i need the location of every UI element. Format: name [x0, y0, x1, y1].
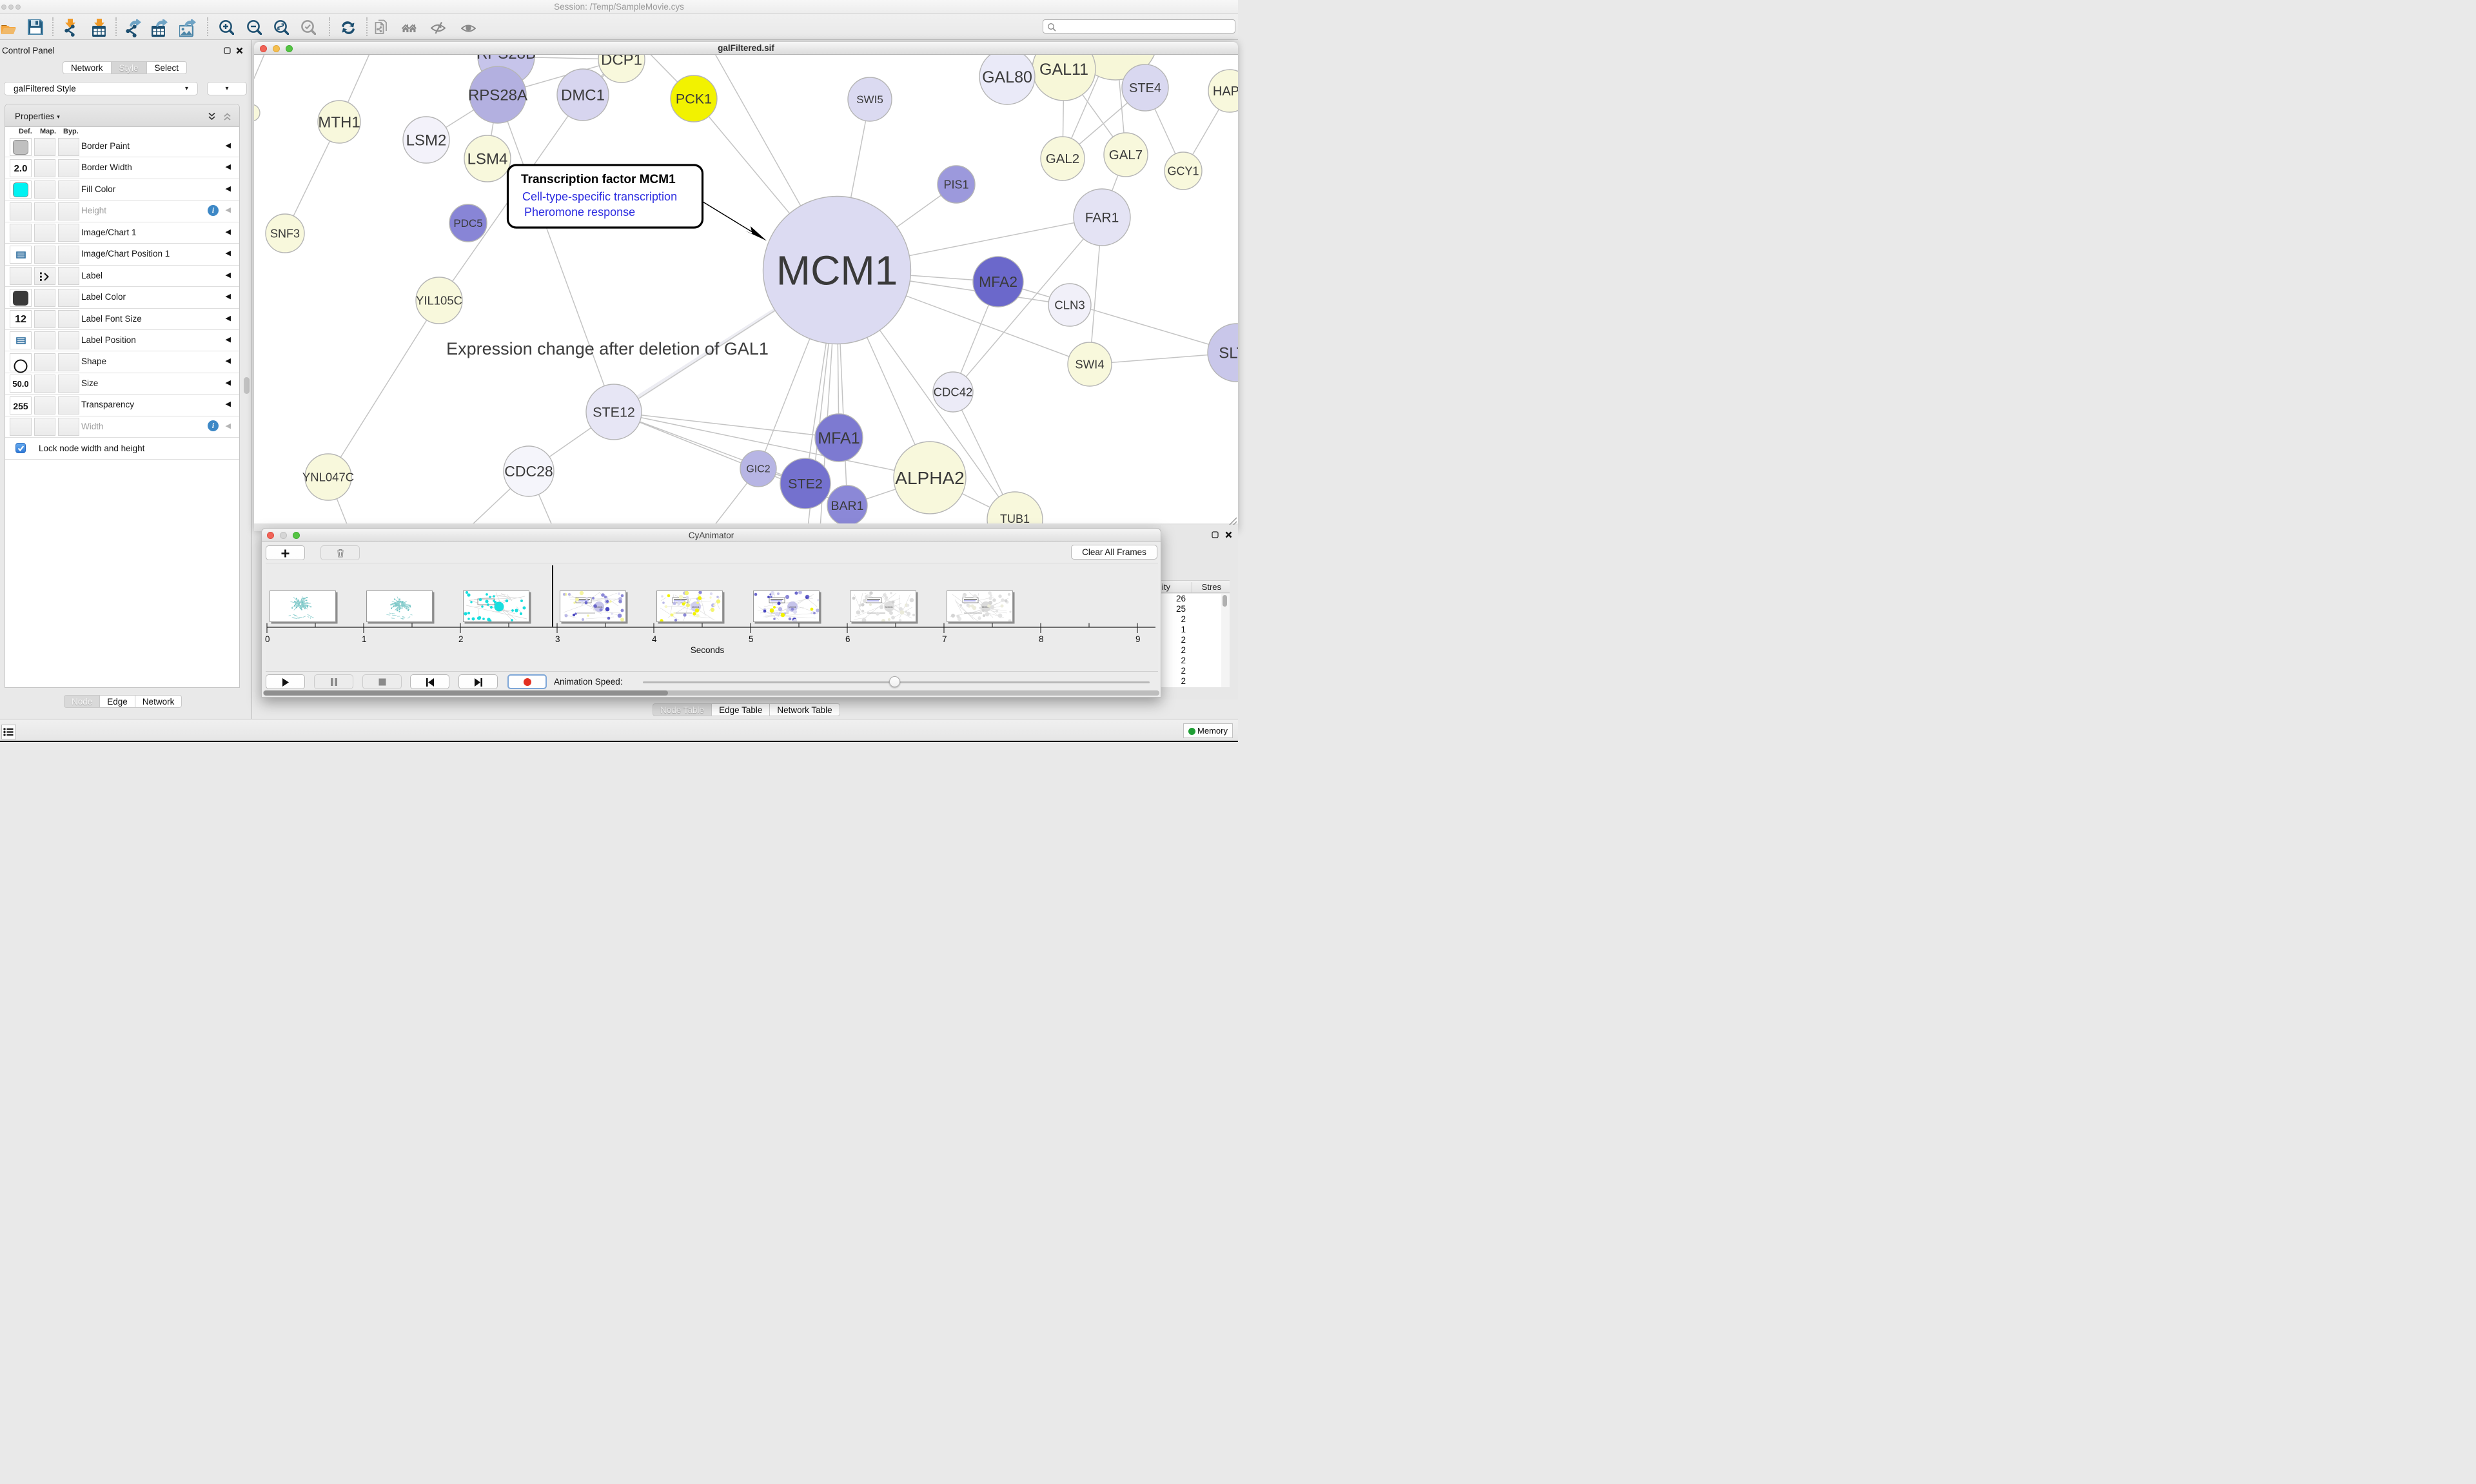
svg-text:MTH1: MTH1 — [318, 113, 360, 131]
svg-text:4: 4 — [652, 634, 657, 644]
svg-text:SWI4: SWI4 — [1075, 358, 1104, 371]
svg-text:9: 9 — [1135, 634, 1141, 644]
svg-text:5: 5 — [749, 634, 754, 644]
svg-text:FAR1: FAR1 — [1085, 210, 1119, 225]
svg-text:MCM1: MCM1 — [885, 605, 894, 609]
svg-text:YNL047C: YNL047C — [302, 471, 354, 484]
svg-text:Expression change after deleti: Expression change after deletion of GAL1 — [446, 339, 769, 358]
svg-text:CLN3: CLN3 — [1054, 298, 1085, 312]
svg-text:1: 1 — [362, 634, 367, 644]
svg-text:MCM1: MCM1 — [789, 605, 797, 609]
svg-text:GAL2: GAL2 — [1046, 151, 1079, 166]
svg-text:YIL105C: YIL105C — [416, 294, 462, 308]
svg-text:GAL11: GAL11 — [1039, 61, 1088, 79]
svg-text:DCP1: DCP1 — [601, 55, 642, 68]
svg-text:GCY1: GCY1 — [1167, 164, 1199, 177]
svg-text:6: 6 — [845, 634, 850, 644]
svg-text:STE12: STE12 — [593, 405, 635, 420]
svg-text:DMC1: DMC1 — [561, 86, 605, 104]
svg-text:ALPHA2: ALPHA2 — [895, 468, 964, 488]
svg-text:PCK1: PCK1 — [676, 92, 712, 107]
svg-text:Seconds: Seconds — [691, 645, 725, 654]
svg-text:LSM2: LSM2 — [406, 132, 447, 149]
svg-text:RPS28B: RPS28B — [477, 55, 536, 63]
svg-text:PDC5: PDC5 — [453, 217, 482, 229]
svg-text:GAL80: GAL80 — [982, 68, 1032, 86]
svg-text:PIS1: PIS1 — [943, 178, 968, 191]
svg-text:MCM1: MCM1 — [692, 605, 700, 609]
svg-text:TUB1: TUB1 — [1000, 513, 1030, 523]
svg-text:MCM1: MCM1 — [776, 247, 898, 293]
svg-text:CDC42: CDC42 — [934, 386, 973, 399]
svg-text:GAL7: GAL7 — [1109, 148, 1143, 162]
svg-text:HAP2: HAP2 — [1213, 84, 1238, 99]
svg-text:BAR1: BAR1 — [831, 499, 864, 513]
svg-text:RPS28A: RPS28A — [468, 86, 527, 104]
svg-text:MFA2: MFA2 — [979, 273, 1017, 290]
svg-text:MCM1: MCM1 — [595, 605, 604, 609]
svg-text:2: 2 — [458, 634, 464, 644]
svg-text:SLT2: SLT2 — [1219, 344, 1238, 362]
svg-text:MCM1: MCM1 — [982, 605, 990, 609]
svg-text:STE2: STE2 — [788, 476, 823, 492]
svg-text:SWI5: SWI5 — [856, 93, 883, 106]
svg-text:GIC2: GIC2 — [746, 464, 770, 475]
svg-text:3: 3 — [555, 634, 560, 644]
svg-text:STE4: STE4 — [1129, 81, 1161, 95]
svg-text:LSM4: LSM4 — [467, 150, 508, 168]
svg-text:8: 8 — [1039, 634, 1044, 644]
svg-text:7: 7 — [942, 634, 947, 644]
svg-text:Cell-type-specific transcripti: Cell-type-specific transcription — [522, 190, 677, 203]
svg-text:0: 0 — [265, 634, 270, 644]
svg-text:Transcription factor MCM1: Transcription factor MCM1 — [521, 173, 676, 186]
svg-text:Pheromone response: Pheromone response — [524, 206, 635, 219]
svg-text:MFA1: MFA1 — [818, 429, 860, 447]
svg-text:CDC28: CDC28 — [504, 463, 553, 480]
svg-text:SNF3: SNF3 — [270, 227, 300, 240]
